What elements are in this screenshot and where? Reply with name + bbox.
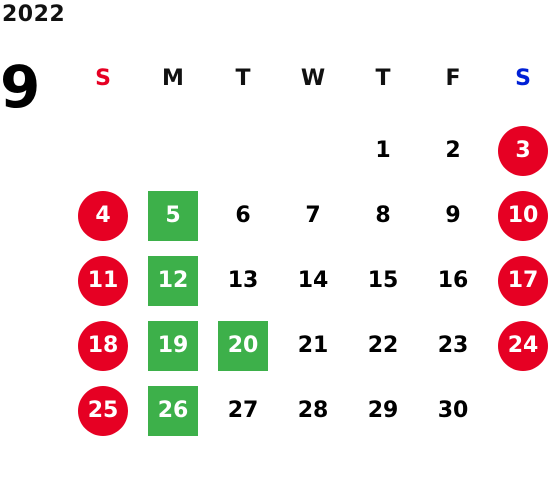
holiday-day-marker: 11 bbox=[78, 255, 128, 306]
closed-day-marker: 5 bbox=[148, 190, 198, 241]
calendar-day-cell: 27 bbox=[208, 378, 278, 443]
calendar-day-cell bbox=[138, 118, 208, 183]
calendar-day-cell: 14 bbox=[278, 248, 348, 313]
day-number: 21 bbox=[297, 332, 329, 358]
day-number: 13 bbox=[227, 267, 259, 293]
day-number: 15 bbox=[367, 267, 399, 293]
holiday-day-marker: 10 bbox=[498, 190, 548, 241]
weekday-label: T bbox=[235, 66, 251, 91]
closed-day-marker: 20 bbox=[218, 320, 268, 371]
calendar-week-row: 11 12 13 14 15 16 17 bbox=[68, 248, 548, 313]
calendar-day-cell bbox=[488, 378, 548, 443]
calendar-day-cell: 16 bbox=[418, 248, 488, 313]
calendar-day-cell bbox=[208, 118, 278, 183]
calendar-day-cell bbox=[68, 118, 138, 183]
calendar-day-cell: 10 bbox=[488, 183, 548, 248]
calendar-day-cell: 2 bbox=[418, 118, 488, 183]
weekday-label: M bbox=[162, 66, 184, 91]
weekday-label: F bbox=[445, 66, 461, 91]
holiday-day-marker: 3 bbox=[498, 125, 548, 176]
calendar-week-row: 1 2 3 bbox=[68, 118, 548, 183]
calendar-day-cell bbox=[278, 118, 348, 183]
day-number: 2 bbox=[445, 137, 461, 163]
calendar-week-row: 25 26 27 28 29 30 bbox=[68, 378, 548, 443]
day-number: 28 bbox=[297, 397, 329, 423]
calendar-day-cell: 9 bbox=[418, 183, 488, 248]
calendar-day-cell: 20 bbox=[208, 313, 278, 378]
calendar-day-cell: 11 bbox=[68, 248, 138, 313]
calendar-day-cell: 19 bbox=[138, 313, 208, 378]
calendar-day-cell: 1 bbox=[348, 118, 418, 183]
holiday-day-marker: 4 bbox=[78, 190, 128, 241]
weekday-label: S bbox=[95, 66, 111, 91]
calendar-day-cell: 23 bbox=[418, 313, 488, 378]
day-number: 9 bbox=[445, 202, 461, 228]
calendar-day-cell: 5 bbox=[138, 183, 208, 248]
day-number: 30 bbox=[437, 397, 469, 423]
weekday-label: T bbox=[375, 66, 391, 91]
closed-day-marker: 12 bbox=[148, 255, 198, 306]
calendar-day-cell: 28 bbox=[278, 378, 348, 443]
calendar-day-cell: 29 bbox=[348, 378, 418, 443]
day-number: 27 bbox=[227, 397, 259, 423]
calendar-day-cell: 13 bbox=[208, 248, 278, 313]
closed-day-marker: 26 bbox=[148, 385, 198, 436]
calendar-day-cell: 24 bbox=[488, 313, 548, 378]
holiday-day-marker: 18 bbox=[78, 320, 128, 371]
calendar-day-cell: 21 bbox=[278, 313, 348, 378]
calendar-day-cell: 12 bbox=[138, 248, 208, 313]
weekday-label: S bbox=[515, 66, 531, 91]
calendar-year: 2022 bbox=[2, 2, 66, 27]
calendar-day-cell: 25 bbox=[68, 378, 138, 443]
weekday-label: W bbox=[300, 66, 326, 91]
calendar-day-cell: 6 bbox=[208, 183, 278, 248]
calendar-week-row: 18 19 20 21 22 23 24 bbox=[68, 313, 548, 378]
calendar-day-cell: 15 bbox=[348, 248, 418, 313]
holiday-day-marker: 17 bbox=[498, 255, 548, 306]
day-number: 22 bbox=[367, 332, 399, 358]
day-number: 14 bbox=[297, 267, 329, 293]
day-number: 23 bbox=[437, 332, 469, 358]
calendar-day-cell: 8 bbox=[348, 183, 418, 248]
day-number: 29 bbox=[367, 397, 399, 423]
calendar-day-cell: 30 bbox=[418, 378, 488, 443]
day-number: 7 bbox=[305, 202, 321, 228]
calendar-day-cell: 22 bbox=[348, 313, 418, 378]
calendar-day-cell: 26 bbox=[138, 378, 208, 443]
closed-day-marker: 19 bbox=[148, 320, 198, 371]
day-number: 6 bbox=[235, 202, 251, 228]
day-number: 16 bbox=[437, 267, 469, 293]
calendar-day-cell: 4 bbox=[68, 183, 138, 248]
calendar-month: 9 bbox=[0, 53, 41, 121]
day-number: 1 bbox=[375, 137, 391, 163]
calendar-day-cell: 7 bbox=[278, 183, 348, 248]
calendar-day-cell: 17 bbox=[488, 248, 548, 313]
day-number: 8 bbox=[375, 202, 391, 228]
holiday-day-marker: 24 bbox=[498, 320, 548, 371]
calendar-day-cell: 3 bbox=[488, 118, 548, 183]
holiday-day-marker: 25 bbox=[78, 385, 128, 436]
calendar-day-cell: 18 bbox=[68, 313, 138, 378]
